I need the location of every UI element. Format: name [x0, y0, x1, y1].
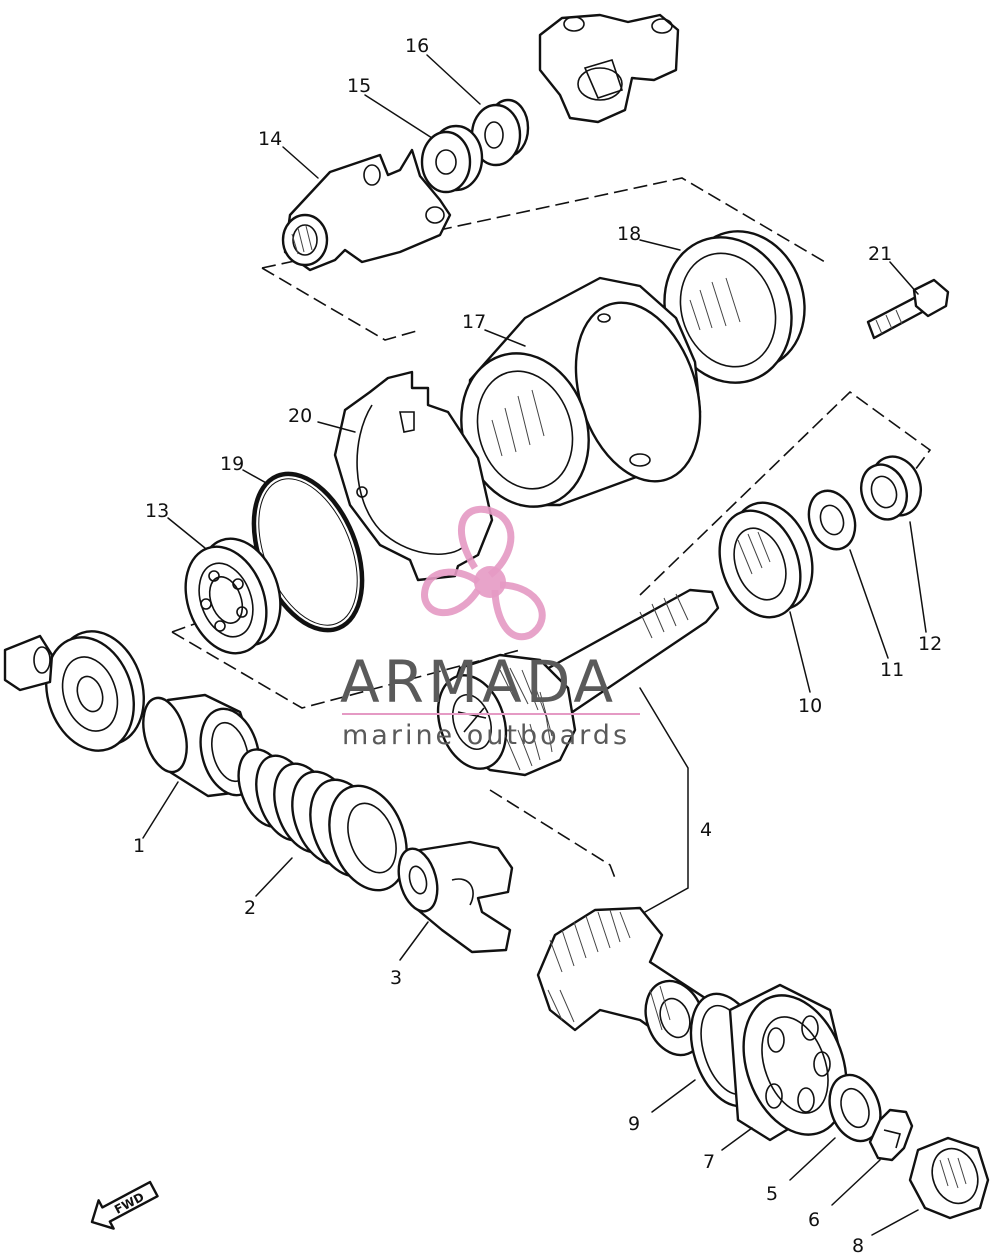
- part-label-4: 4: [700, 819, 712, 841]
- part-20-lock-plate: [333, 370, 494, 582]
- part-16-bushing: [470, 98, 530, 167]
- part-12-bushing: [860, 455, 922, 521]
- leader-lines: [142, 54, 927, 1236]
- part-4-gear-shaft: [436, 588, 720, 1057]
- part-label-9: 9: [628, 1113, 640, 1135]
- part-label-14: 14: [258, 128, 282, 150]
- part-label-6: 6: [808, 1209, 820, 1231]
- propeller-logo-icon: [421, 505, 546, 641]
- part-label-19: 19: [220, 453, 244, 475]
- part-21-bolt: [866, 278, 950, 340]
- part-label-18: 18: [617, 223, 641, 245]
- part-7-bearing: [728, 983, 848, 1142]
- part-label-7: 7: [703, 1151, 715, 1173]
- watermark-brand: ARMADA: [340, 648, 617, 716]
- part-label-2: 2: [244, 897, 256, 919]
- part-11-shim: [807, 489, 857, 551]
- part-label-17: 17: [462, 311, 486, 333]
- armada-watermark: ARMADA marine outboards: [340, 505, 640, 751]
- part-label-15: 15: [347, 75, 371, 97]
- part-6-lock-washer: [868, 1108, 914, 1162]
- part-label-13: 13: [145, 500, 169, 522]
- propeller-hub: [474, 566, 506, 598]
- part-label-3: 3: [390, 967, 402, 989]
- part-label-5: 5: [766, 1183, 778, 1205]
- watermark-tagline: marine outboards: [342, 720, 630, 751]
- part-13-bearing: [184, 537, 282, 655]
- part-label-21: 21: [868, 243, 892, 265]
- part-5-washer: [828, 1073, 882, 1143]
- part-label-10: 10: [798, 695, 822, 717]
- part-label-16: 16: [405, 35, 429, 57]
- left-bearing-cut: [3, 630, 145, 752]
- part-10-bearing: [718, 501, 814, 619]
- part-3-shift-slider: [397, 840, 514, 954]
- reference-frames: [171, 177, 932, 879]
- part-label-8: 8: [852, 1235, 864, 1255]
- part-14-shift-fork: [281, 148, 452, 272]
- part-15-washer: [420, 124, 484, 194]
- part-label-11: 11: [880, 659, 904, 681]
- part-label-1: 1: [133, 835, 145, 857]
- part-17-housing: [460, 276, 702, 508]
- part-labels: 14 15 16 18 17 21 20 19 13 12 11 10 4 1 …: [133, 35, 942, 1255]
- fwd-arrow: FWD: [90, 1180, 159, 1230]
- universal-joint: [538, 13, 680, 124]
- part-label-12: 12: [918, 633, 942, 655]
- part-label-20: 20: [288, 405, 312, 427]
- part-8-nut: [908, 1136, 990, 1220]
- part-2-spring: [237, 748, 408, 892]
